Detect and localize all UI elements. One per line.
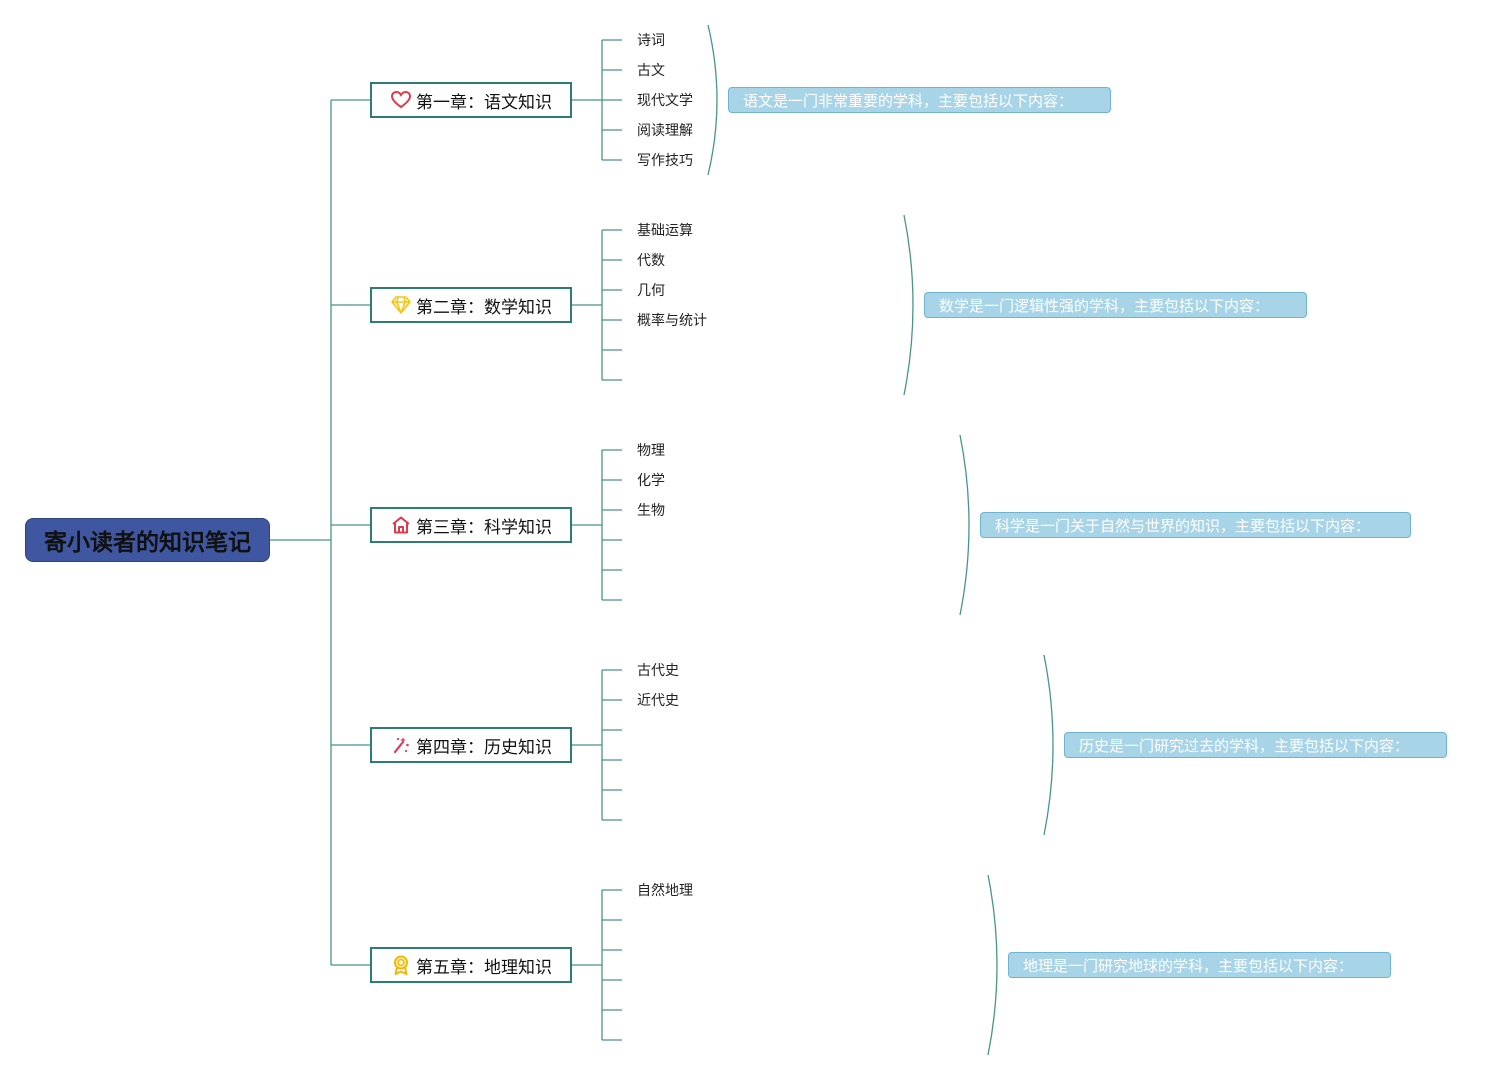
sparkle-icon bbox=[390, 734, 412, 756]
summary-text-3: 科学是一门关于自然与世界的知识，主要包括以下内容： bbox=[995, 516, 1371, 535]
summary-3[interactable]: 科学是一门关于自然与世界的知识，主要包括以下内容： bbox=[980, 512, 1411, 538]
chapter-title-2: 第二章：数学知识 bbox=[416, 297, 552, 318]
summary-brace-1 bbox=[707, 24, 718, 176]
summary-brace-4 bbox=[1043, 654, 1054, 836]
leaf-2-3[interactable]: 几何 bbox=[637, 283, 665, 299]
chapter-title-5: 第五章：地理知识 bbox=[416, 957, 552, 978]
leaf-4-1[interactable]: 古代史 bbox=[637, 663, 679, 679]
leaf-3-1[interactable]: 物理 bbox=[637, 443, 665, 459]
summary-brace-5 bbox=[987, 874, 998, 1056]
summary-text-2: 数学是一门逻辑性强的学科，主要包括以下内容： bbox=[939, 296, 1270, 315]
heart-icon bbox=[390, 89, 412, 111]
chapter-node-5[interactable]: 第五章：地理知识 bbox=[370, 947, 572, 983]
chapter-node-2[interactable]: 第二章：数学知识 bbox=[370, 287, 572, 323]
root-title: 寄小读者的知识笔记 bbox=[44, 530, 251, 556]
medal-icon bbox=[390, 954, 412, 976]
leaf-2-4[interactable]: 概率与统计 bbox=[637, 313, 707, 329]
leaf-2-2[interactable]: 代数 bbox=[637, 253, 665, 269]
summary-5[interactable]: 地理是一门研究地球的学科，主要包括以下内容： bbox=[1008, 952, 1391, 978]
chapter-node-3[interactable]: 第三章：科学知识 bbox=[370, 507, 572, 543]
leaf-5-1[interactable]: 自然地理 bbox=[637, 883, 693, 899]
chapter-title-1: 第一章：语文知识 bbox=[416, 92, 552, 113]
summary-text-5: 地理是一门研究地球的学科，主要包括以下内容： bbox=[1023, 956, 1354, 975]
diamond-icon bbox=[390, 294, 412, 316]
leaf-3-3[interactable]: 生物 bbox=[637, 503, 665, 519]
summary-brace-2 bbox=[903, 214, 914, 396]
summary-text-4: 历史是一门研究过去的学科，主要包括以下内容： bbox=[1079, 736, 1410, 755]
leaf-2-1[interactable]: 基础运算 bbox=[637, 223, 693, 239]
house-icon bbox=[390, 514, 412, 536]
leaf-1-5[interactable]: 写作技巧 bbox=[637, 153, 693, 169]
chapter-title-4: 第四章：历史知识 bbox=[416, 737, 552, 758]
root-node[interactable]: 寄小读者的知识笔记 bbox=[25, 518, 270, 562]
leaf-4-2[interactable]: 近代史 bbox=[637, 693, 679, 709]
summary-1[interactable]: 语文是一门非常重要的学科，主要包括以下内容： bbox=[728, 87, 1111, 113]
leaf-1-1[interactable]: 诗词 bbox=[637, 33, 665, 49]
summary-4[interactable]: 历史是一门研究过去的学科，主要包括以下内容： bbox=[1064, 732, 1447, 758]
summary-text-1: 语文是一门非常重要的学科，主要包括以下内容： bbox=[743, 91, 1074, 110]
summary-brace-3 bbox=[959, 434, 970, 616]
summary-2[interactable]: 数学是一门逻辑性强的学科，主要包括以下内容： bbox=[924, 292, 1307, 318]
chapter-node-1[interactable]: 第一章：语文知识 bbox=[370, 82, 572, 118]
leaf-1-4[interactable]: 阅读理解 bbox=[637, 123, 693, 139]
leaf-3-2[interactable]: 化学 bbox=[637, 473, 665, 489]
chapter-node-4[interactable]: 第四章：历史知识 bbox=[370, 727, 572, 763]
leaf-1-2[interactable]: 古文 bbox=[637, 63, 665, 79]
chapter-title-3: 第三章：科学知识 bbox=[416, 517, 552, 538]
leaf-1-3[interactable]: 现代文学 bbox=[637, 93, 693, 109]
